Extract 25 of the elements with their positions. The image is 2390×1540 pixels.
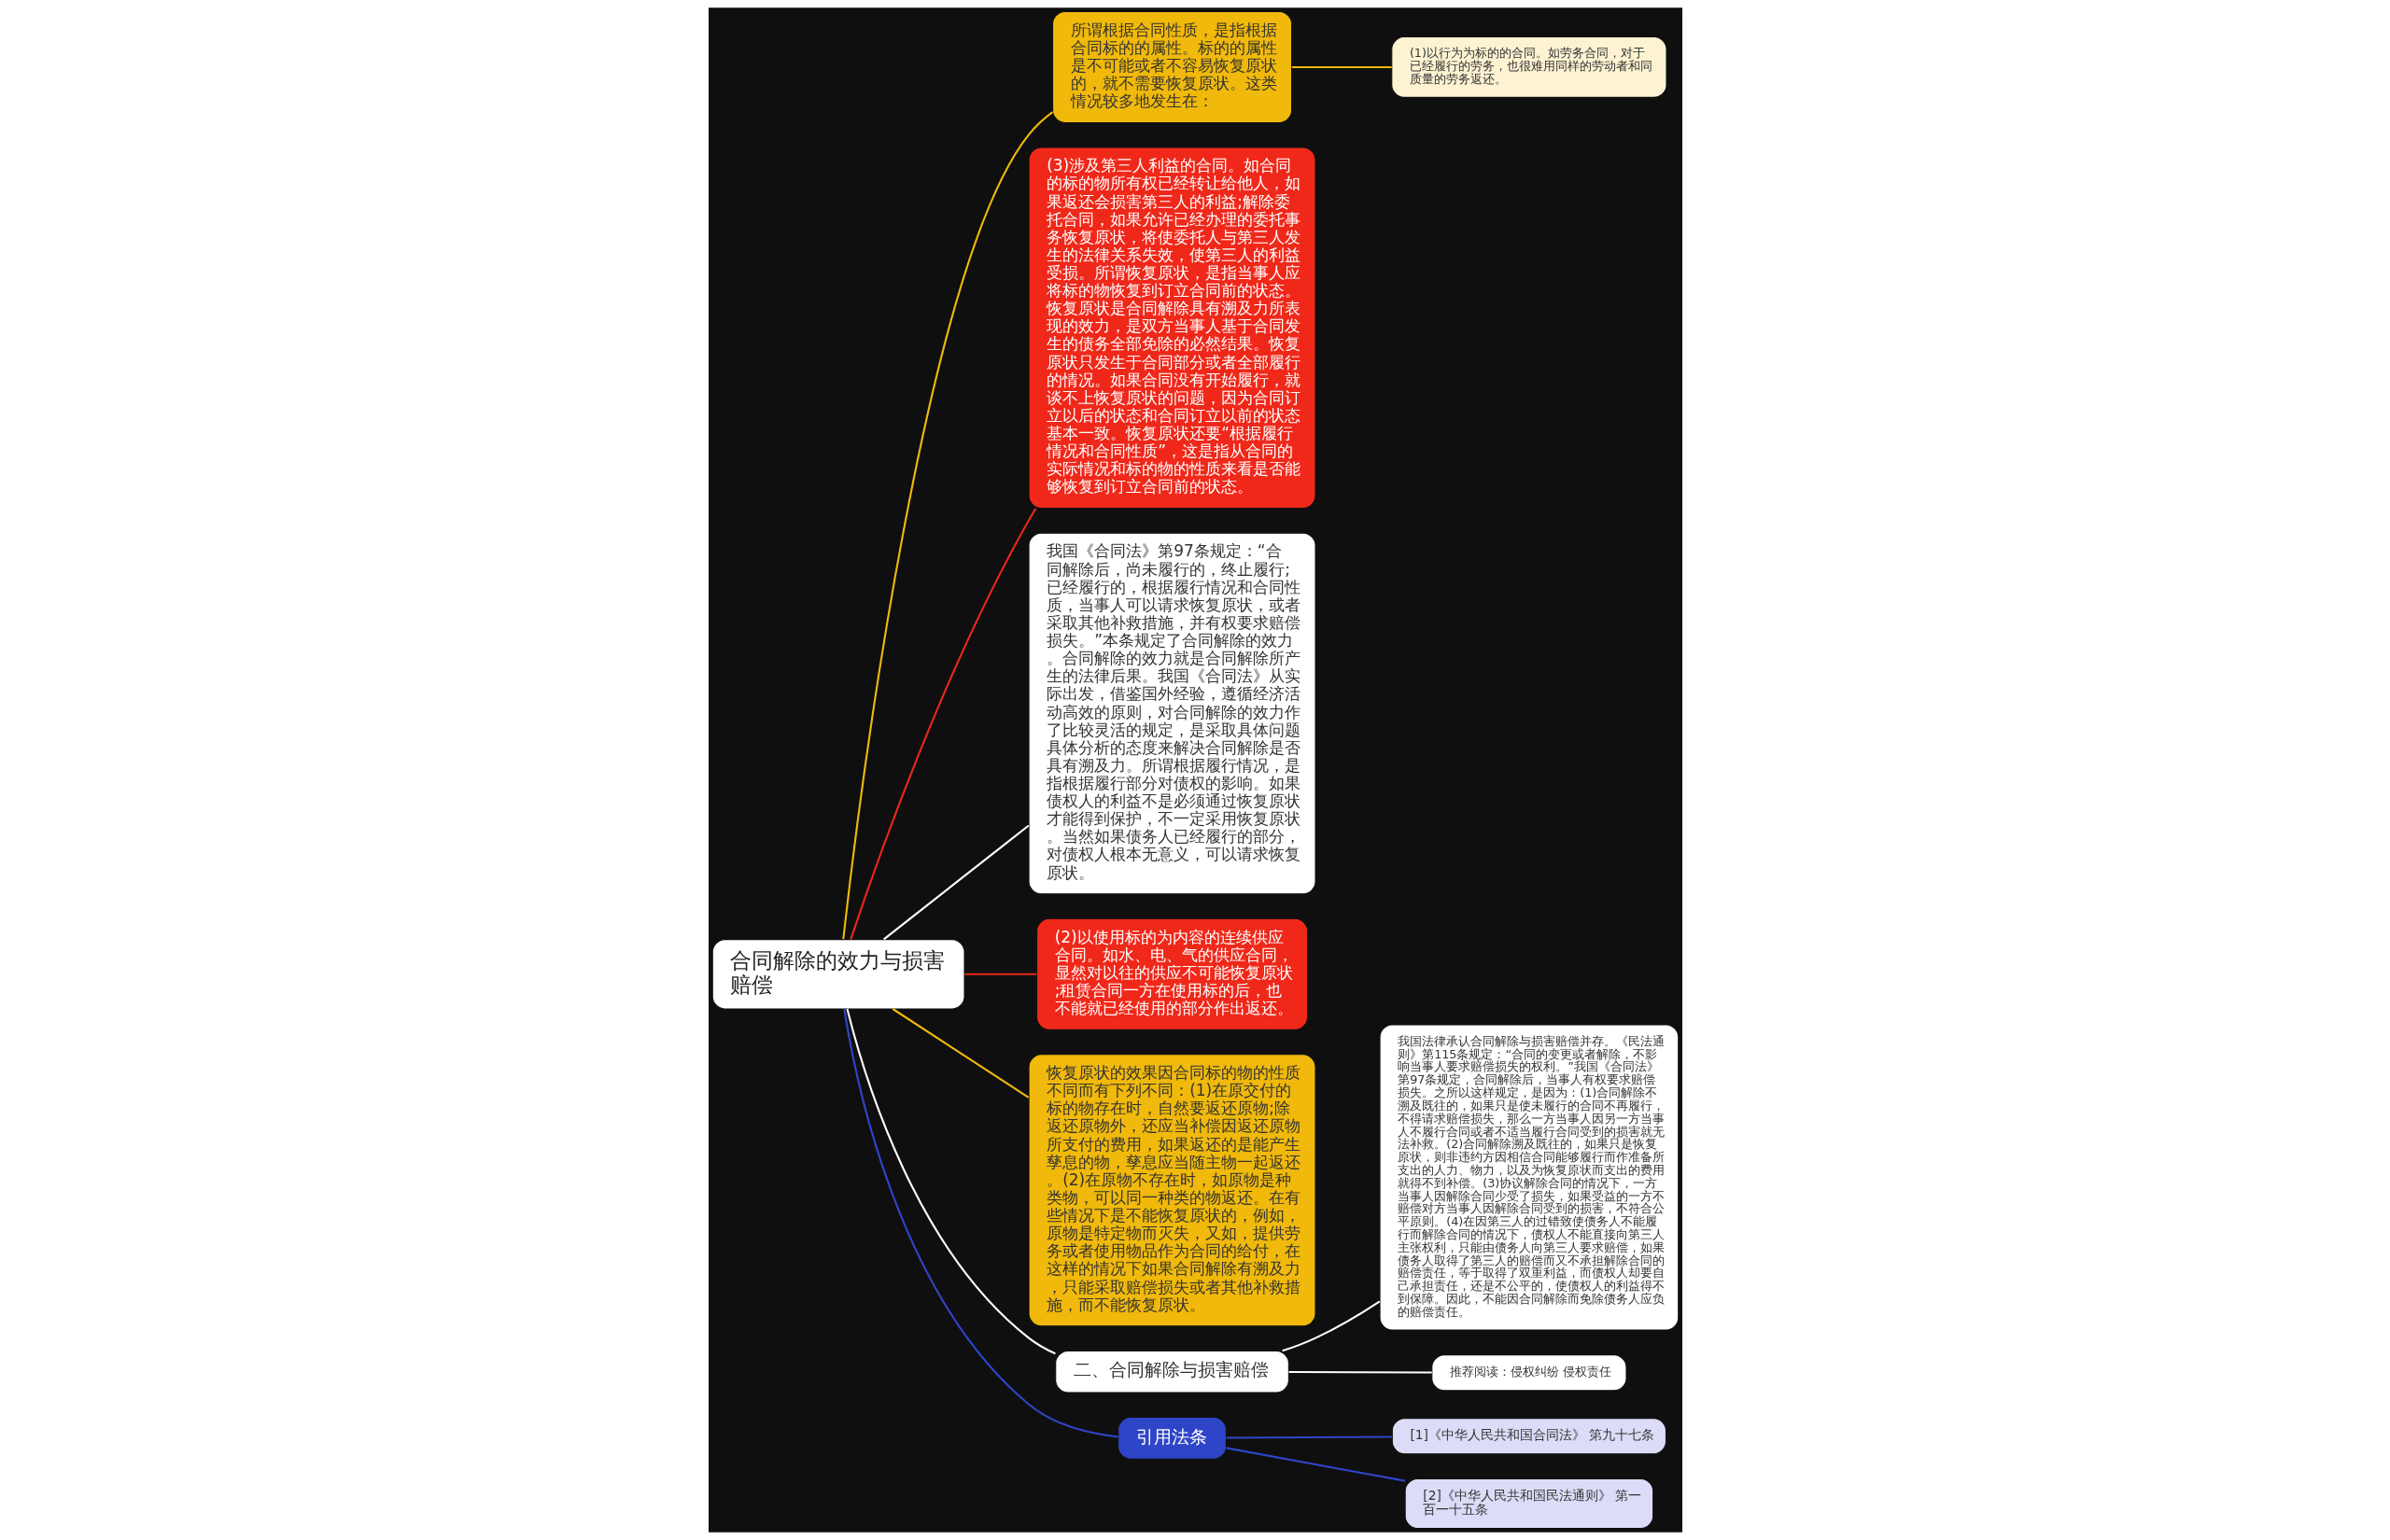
connector xyxy=(841,111,1053,940)
node-box: [2]《中华人民共和国民法通则》 第一百一十五条 xyxy=(1404,1477,1653,1530)
connector xyxy=(964,973,1036,975)
connector xyxy=(846,1008,1056,1355)
connector xyxy=(842,1009,1118,1438)
node-box: (1)以行为为标的的合同。如劳务合同，对于已经履行的劳务，也很难用同样的劳动者和同质量的劳务返还。 xyxy=(1390,36,1667,98)
node-box: 引用法条 xyxy=(1117,1417,1227,1460)
node-box: (2)以使用标的为内容的连续供应合同。如水、电、气的供应合同，显然对以往的供应不可能恢复原状;租赁合同一方在使用标的后，也不能就已经使用的部分作出返还。 xyxy=(1035,917,1308,1030)
node-box: (3)涉及第三人利益的合同。如合同的标的物所有权已经转让给他人，如果返还会损害第三人的利益;解除委托合同，如果允许已经办理的委托事务恢复原状，将使委托人与第三人发生的法律关系失效，使第三人的利益受损。所谓恢复原状，是指当事人应将标的物恢复到订立合同前的状态。恢复原状是合同解除具有溯及力所表现的效力，是双方当事人基于合同发生的债务全部免除的必然结果。恢复原状只发生于合同部分或者全部履行的情况。如果合同没有开始履行，就谈不上恢复原状的问题，因为合同订立以后的状态和合同订立以前的状态基本一致。恢复原状还要“根据履行情况和合同性质”，这是指从合同的实际情况和标的物的性质来看是否能够恢复到订立合同前的状态。 xyxy=(1028,147,1316,510)
connector xyxy=(882,824,1029,941)
node-box: 二、合同解除与损害赔偿 xyxy=(1054,1350,1289,1393)
connector xyxy=(1225,1447,1405,1482)
node-box: 我国法律承认合同解除与损害赔偿并存。《民法通则》第115条规定：“合同的变更或者解除，不影响当事人要求赔偿损失的权利。”我国《合同法》第97条规定，合同解除后，当事人有权要求赔偿损失。之所以这样规定，是因为：(1)合同解除不溯及既往的，如果只是使未履行的合同不再履行，不得请求赔偿损失，那么一方当事人因另一方当事人不履行合同或者不适当履行合同受到的损害就无法补救。(2)合同解除溯及既往的，如果只是恢复原状，则非违约方因相信合同能够履行而作准备所支出的人力、物力，以及为恢复原状而支出的费用就得不到补偿。(3)协议解除合同的情况下，一方当事人因解除合同少受了损失，如果受益的一方不赔偿对方当事人因解除合同受到的损害，不符合公平原则。(4)在因第三人的过错致使债务人不能履行而解除合同的情况下，债权人不能直接向第三人主张权利，只能由债务人向第三人要求赔偿，如果债务人取得了第三人的赔偿而又不承担解除合同的赔偿责任，等于取得了双重利益，而债权人却要自己承担责任，还是不公平的，使债权人的利益得不到保障。因此，不能因合同解除而免除债务人应负的赔偿责任。 xyxy=(1379,1024,1679,1331)
connector xyxy=(1291,65,1392,68)
node-box: 恢复原状的效果因合同标的物的性质不同而有下列不同：(1)在原交付的标的物存在时，自然要返还原物;除返还原物外，还应当补偿因返还原物所支付的费用，如果返还的是能产生孳息的物，孳息应当随主物一起返还。(2)在原物不存在时，如原物是种类物，可以同一种类的物返还。在有些情况下是不能恢复原状的，例如，原物是特定物而灭失，又如，提供劳务或者使用物品作为合同的给付，在这样的情况下如果合同解除有溯及力，只能采取赔偿损失或者其他补救措施，而不能恢复原状。 xyxy=(1028,1054,1316,1327)
connector xyxy=(1288,1371,1432,1374)
node-box: 我国《合同法》第97条规定：“合同解除后，尚未履行的，终止履行;已经履行的，根据履行情况和合同性质，当事人可以请求恢复原状，或者采取其他补救措施，并有权要求赔偿损失。”本条规定了合同解除的效力。合同解除的效力就是合同解除所产生的法律后果。我国《合同法》从实际出发，借鉴国外经验，遵循经济活动高效的原则，对合同解除的效力作了比较灵活的规定，是采取具体问题具体分析的态度来解决合同解除是否具有溯及力。所谓根据履行情况，是指根据履行部分对债权的影响。如果债权人的利益不是必须通过恢复原状才能得到保护，不一定采用恢复原状。当然如果债务人已经履行的部分，对债权人根本无意义，可以请求恢复原状。 xyxy=(1028,532,1316,895)
node-box: 合同解除的效力与损害赔偿 xyxy=(711,939,965,1010)
node-box: [1]《中华人民共和国合同法》 第九十七条 xyxy=(1391,1418,1666,1455)
node-box: 所谓根据合同性质，是指根据合同标的的属性。标的的属性是不可能或者不容易恢复原状的，就不需要恢复原状。这类情况较多地发生在： xyxy=(1051,10,1292,123)
connector xyxy=(892,1008,1029,1099)
connector xyxy=(1226,1435,1392,1439)
connector xyxy=(1281,1300,1380,1352)
connector xyxy=(849,508,1036,940)
node-box: 推荐阅读：侵权纠纷 侵权责任 xyxy=(1430,1354,1626,1392)
